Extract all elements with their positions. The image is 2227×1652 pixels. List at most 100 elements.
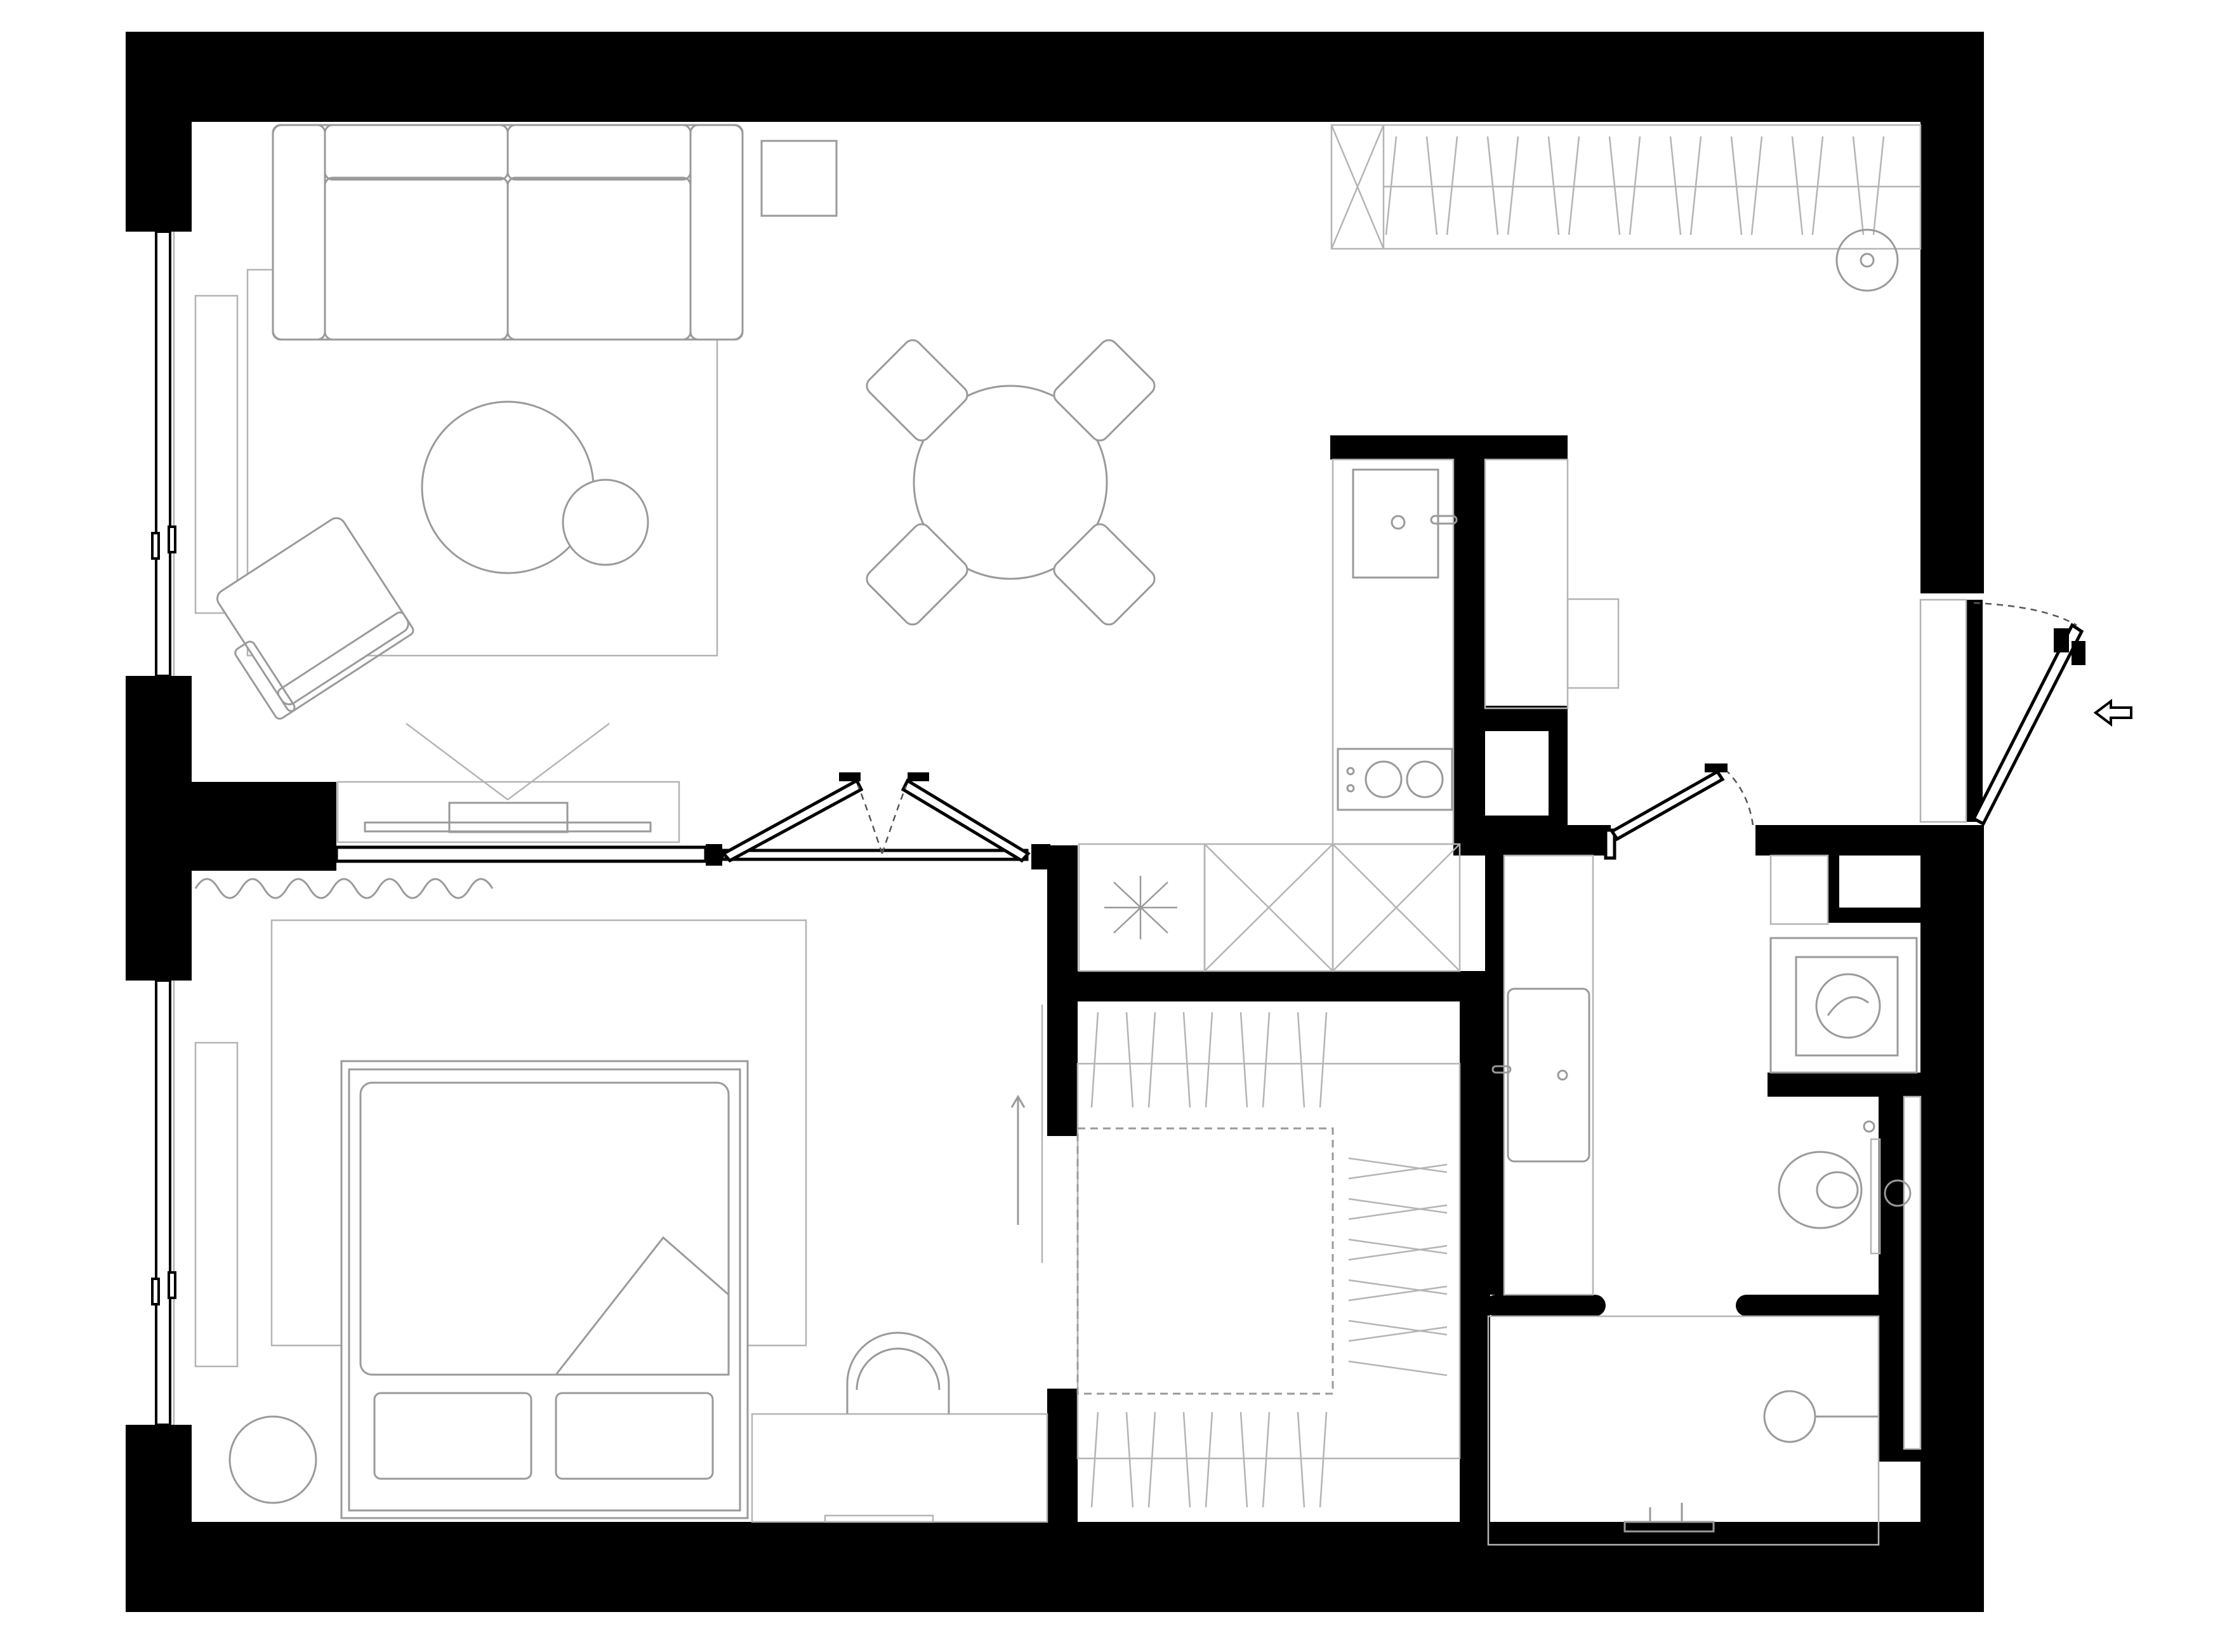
wall-kitchen-top-cap [1330, 435, 1568, 459]
partition-sliding-panel [334, 845, 708, 863]
wall-shaft-top [1453, 706, 1566, 731]
door-hall-frame [1604, 828, 1616, 860]
hanger-mark [1319, 1012, 1328, 1108]
hanger-mark [1348, 1285, 1448, 1302]
wall-kitchen-closet [1047, 971, 1463, 1001]
door-leaf-right [901, 778, 1031, 863]
wc-cabinet [1903, 1095, 1922, 1450]
hanger-mark [1811, 136, 1824, 235]
closet-ottoman [1076, 1127, 1334, 1395]
hanger-mark [1486, 136, 1499, 235]
hanger-mark [1147, 1012, 1156, 1108]
wall-wm-bottom [1768, 1073, 1984, 1097]
dining-chair [1053, 339, 1156, 442]
bar-stool [1566, 598, 1620, 689]
hanger-mark [1348, 1157, 1448, 1173]
sofa [272, 124, 744, 341]
wall-right-lower [1920, 825, 1984, 1612]
dining-chair [866, 339, 968, 442]
kitchen [1078, 458, 1620, 972]
wall-shaft2-left [1828, 825, 1839, 920]
bar-counter [1484, 458, 1569, 710]
wall-bath-left [1485, 825, 1504, 1295]
wall-bath-top-right [1755, 825, 1984, 856]
hanger-mark [1262, 1012, 1271, 1108]
window-handle-bedroom [151, 1278, 160, 1305]
door-leaf-left [721, 778, 864, 863]
dining-chair [1053, 523, 1156, 626]
hanger-mark [1689, 136, 1702, 235]
hanger-mark [1750, 136, 1763, 235]
bath-counter [1503, 854, 1594, 1296]
hanger-mark [1239, 1411, 1248, 1508]
spark-icon [1104, 876, 1177, 939]
hanger-mark [1125, 1012, 1134, 1108]
hanger-mark [1852, 136, 1865, 235]
curtain [194, 878, 494, 899]
wall-left-lower [126, 1425, 192, 1612]
bedroom [228, 919, 1048, 1523]
hanger-mark [1297, 1411, 1305, 1508]
hanger-mark [1090, 1411, 1099, 1508]
desk [751, 1413, 1048, 1523]
entrance-arrow-icon [2093, 699, 2132, 727]
windows [151, 230, 239, 1426]
hanger-mark [1239, 1012, 1248, 1108]
hanger-mark [1507, 136, 1519, 235]
walk-in-closet [1076, 1012, 1461, 1508]
floor-light-icon [1835, 228, 1899, 292]
dining-chair [866, 523, 968, 626]
wall-bottom [126, 1522, 1984, 1612]
wall-wc-bottom [1879, 1449, 1929, 1462]
door-entrance-jamb [1966, 600, 1983, 822]
dining-area [866, 339, 1156, 626]
hanger-mark [1297, 1012, 1305, 1108]
wall-kitchen-column [1453, 435, 1485, 829]
hanger-mark [1446, 136, 1458, 235]
hanger-mark [1319, 1411, 1328, 1508]
washing-machine-icon [1769, 937, 1918, 1074]
living-room [194, 124, 838, 899]
hanger-mark [1385, 136, 1398, 235]
hanger-mark [1872, 136, 1885, 235]
window-living [155, 230, 171, 677]
bath-mixer-icon [1623, 1521, 1715, 1533]
hanger-mark [1090, 1012, 1099, 1108]
bed [340, 1060, 749, 1519]
sink-icon [1507, 988, 1590, 1163]
shower-tray [1487, 1315, 1880, 1546]
hanger-mark [1568, 136, 1580, 235]
hanger-mark [1348, 1319, 1448, 1336]
bathroom [1487, 854, 1922, 1546]
hanger-mark [1348, 1279, 1448, 1295]
hanger-mark [1262, 1411, 1271, 1508]
wall-living-bedroom-stub [126, 782, 336, 871]
cabinet-3 [1332, 843, 1461, 972]
tv [364, 821, 652, 833]
hanger-mark [1547, 136, 1560, 235]
wall-left-upper [126, 32, 192, 232]
hanger-mark [1348, 1360, 1448, 1377]
wardrobe-top [1330, 124, 1922, 292]
hanger-mark [1348, 1326, 1448, 1342]
wall-closet-left-bottom [1047, 1389, 1078, 1522]
hanger-mark [1182, 1411, 1191, 1508]
sink-icon [1352, 468, 1439, 579]
stove-icon [1337, 748, 1453, 811]
radiator-living [194, 294, 239, 614]
hanger-mark [1348, 1245, 1448, 1261]
closet-rail-frame [1076, 1062, 1461, 1460]
wall-hall-left-stub [1453, 825, 1611, 856]
hanger-mark [1608, 136, 1621, 235]
radiator-bedroom [194, 1041, 239, 1368]
hanger-mark [1182, 1012, 1191, 1108]
hanger-mark [1147, 1411, 1156, 1508]
window-handle-living [151, 532, 160, 560]
wall-bath-divider-left [1485, 1295, 1606, 1316]
armchair [216, 517, 414, 720]
hanger-mark [1730, 136, 1743, 235]
wall-top [126, 32, 1984, 122]
coffee-table-large [421, 400, 595, 574]
wall-shaft-right [1549, 706, 1568, 833]
